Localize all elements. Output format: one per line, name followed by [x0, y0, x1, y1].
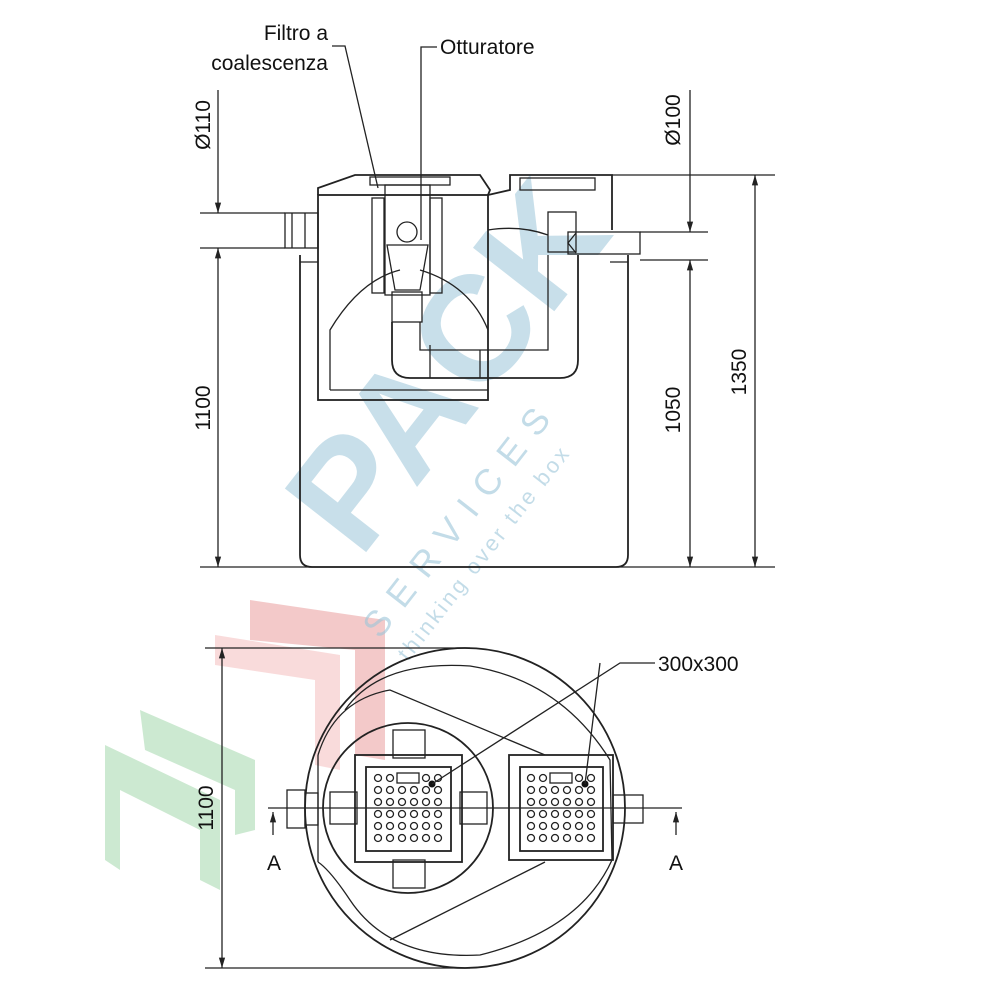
grate-hole [397, 833, 407, 843]
grate-hole [526, 773, 536, 783]
grate-hole [373, 821, 383, 831]
grate-hole [373, 797, 383, 807]
grate-hole [421, 821, 431, 831]
grate-hole [397, 809, 407, 819]
grate-hole [409, 821, 419, 831]
grate-hole [538, 833, 548, 843]
grate-hole [385, 809, 395, 819]
filter-label-line2: coalescenza [211, 52, 328, 75]
grate-hole [397, 821, 407, 831]
grate-hole [385, 773, 395, 783]
grate-hole [526, 785, 536, 795]
grate-hole [421, 833, 431, 843]
outlet-diameter-label: Ø100 [662, 94, 685, 145]
grate-hole [574, 821, 584, 831]
grate-hole [421, 773, 431, 783]
grate-hole [409, 797, 419, 807]
watermark: PACK SERVICES thinking over the box [253, 150, 640, 665]
grate-hole [373, 833, 383, 843]
grate-hole [550, 809, 560, 819]
watermark-chevrons [105, 600, 385, 890]
grate-hole [538, 821, 548, 831]
inlet-diameter-label: Ø110 [192, 100, 215, 150]
grate-hole [526, 809, 536, 819]
filter-label-line1: Filtro a [264, 22, 329, 45]
grate-hole [562, 785, 572, 795]
grate-hole [550, 833, 560, 843]
grate-hole [538, 773, 548, 783]
grate-hole [562, 797, 572, 807]
grate-hole [562, 809, 572, 819]
section-marker-right: A [669, 852, 683, 875]
grate-hole [385, 821, 395, 831]
grate-hole [586, 821, 596, 831]
grate-hole [526, 833, 536, 843]
grate-hole [574, 773, 584, 783]
grate-hole [586, 785, 596, 795]
grate-hole [538, 797, 548, 807]
grate-hole [574, 785, 584, 795]
grate-hole [574, 809, 584, 819]
total-height-label: 1350 [728, 349, 751, 396]
grate-hole [385, 785, 395, 795]
stopper-label: Otturatore [440, 36, 535, 59]
grate-hole [397, 785, 407, 795]
grate-hole [586, 797, 596, 807]
grate-holes [373, 773, 596, 843]
grate-hole [562, 833, 572, 843]
grate-hole [397, 797, 407, 807]
grate-hole [550, 785, 560, 795]
elevation-view [200, 45, 775, 568]
grate-hole [421, 809, 431, 819]
grate-hole [550, 797, 560, 807]
grate-hole [409, 785, 419, 795]
grate-hole [385, 797, 395, 807]
grate-hole [433, 797, 443, 807]
grate-hole [433, 809, 443, 819]
grate-hole [550, 821, 560, 831]
grate-hole [538, 785, 548, 795]
section-marker-left: A [267, 852, 281, 875]
grate-hole [385, 833, 395, 843]
grate-hole [373, 809, 383, 819]
grate-hole [586, 809, 596, 819]
grate-hole [574, 833, 584, 843]
plan-view [205, 647, 682, 969]
grate-hole [526, 821, 536, 831]
grate-hole [526, 797, 536, 807]
grate-hole [433, 821, 443, 831]
grate-hole [373, 773, 383, 783]
grate-hole [586, 773, 596, 783]
grate-hole [421, 785, 431, 795]
grate-hole [586, 833, 596, 843]
plan-diameter-label: 1100 [195, 785, 218, 830]
outlet-height-label: 1050 [662, 387, 685, 434]
cover-size-label: 300x300 [658, 653, 739, 676]
grate-hole [421, 797, 431, 807]
inlet-height-label: 1100 [192, 385, 215, 430]
grate-hole [538, 809, 548, 819]
grate-hole [433, 785, 443, 795]
grate-hole [433, 833, 443, 843]
grate-hole [409, 809, 419, 819]
grate-hole [574, 797, 584, 807]
grate-hole [409, 833, 419, 843]
grate-hole [373, 785, 383, 795]
grate-hole [562, 821, 572, 831]
